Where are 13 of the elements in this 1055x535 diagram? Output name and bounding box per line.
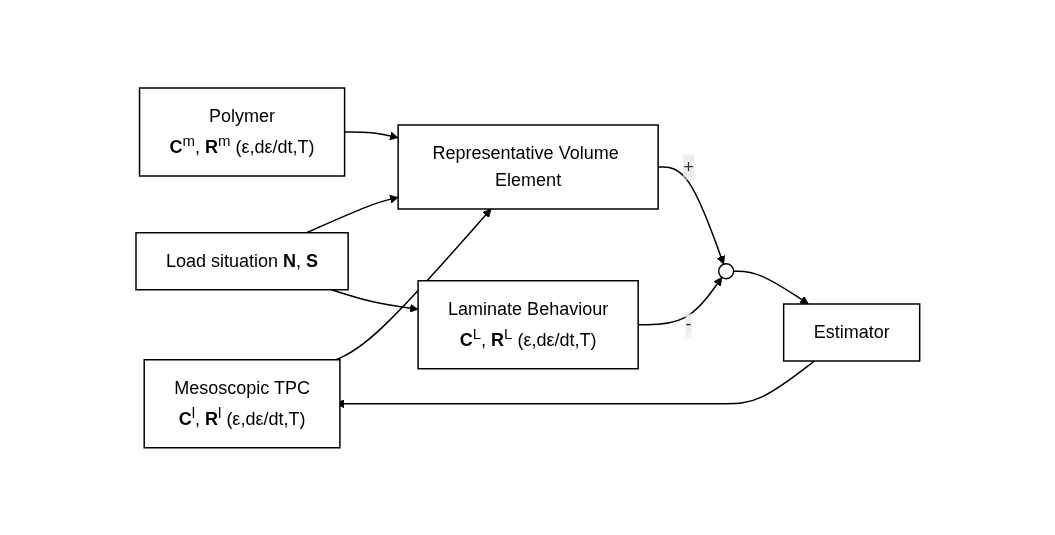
arrow (637, 276, 722, 326)
node-circle (717, 262, 735, 280)
edge-label: + (682, 156, 694, 177)
arrow (335, 208, 492, 361)
node-box: Load situation N, S (134, 231, 349, 291)
arrow (732, 270, 809, 304)
node-box: Polymer C$^{m}$, R$^{m}$ (ε,dε/dt,T) (138, 86, 345, 177)
node-box: Laminate Behaviour C$^{L}$, R$^{L}$ (ε,dε/dt,T) (417, 279, 639, 370)
edge-label: - (685, 313, 692, 334)
node-box: Estimator (782, 302, 921, 362)
arrow (657, 165, 725, 265)
node-box: Mesoscopic TPC C$^{l}$, R$^{l}$ (ε,dε/dt,T) (143, 358, 341, 449)
node-box: Representative Volume Element (397, 123, 659, 210)
